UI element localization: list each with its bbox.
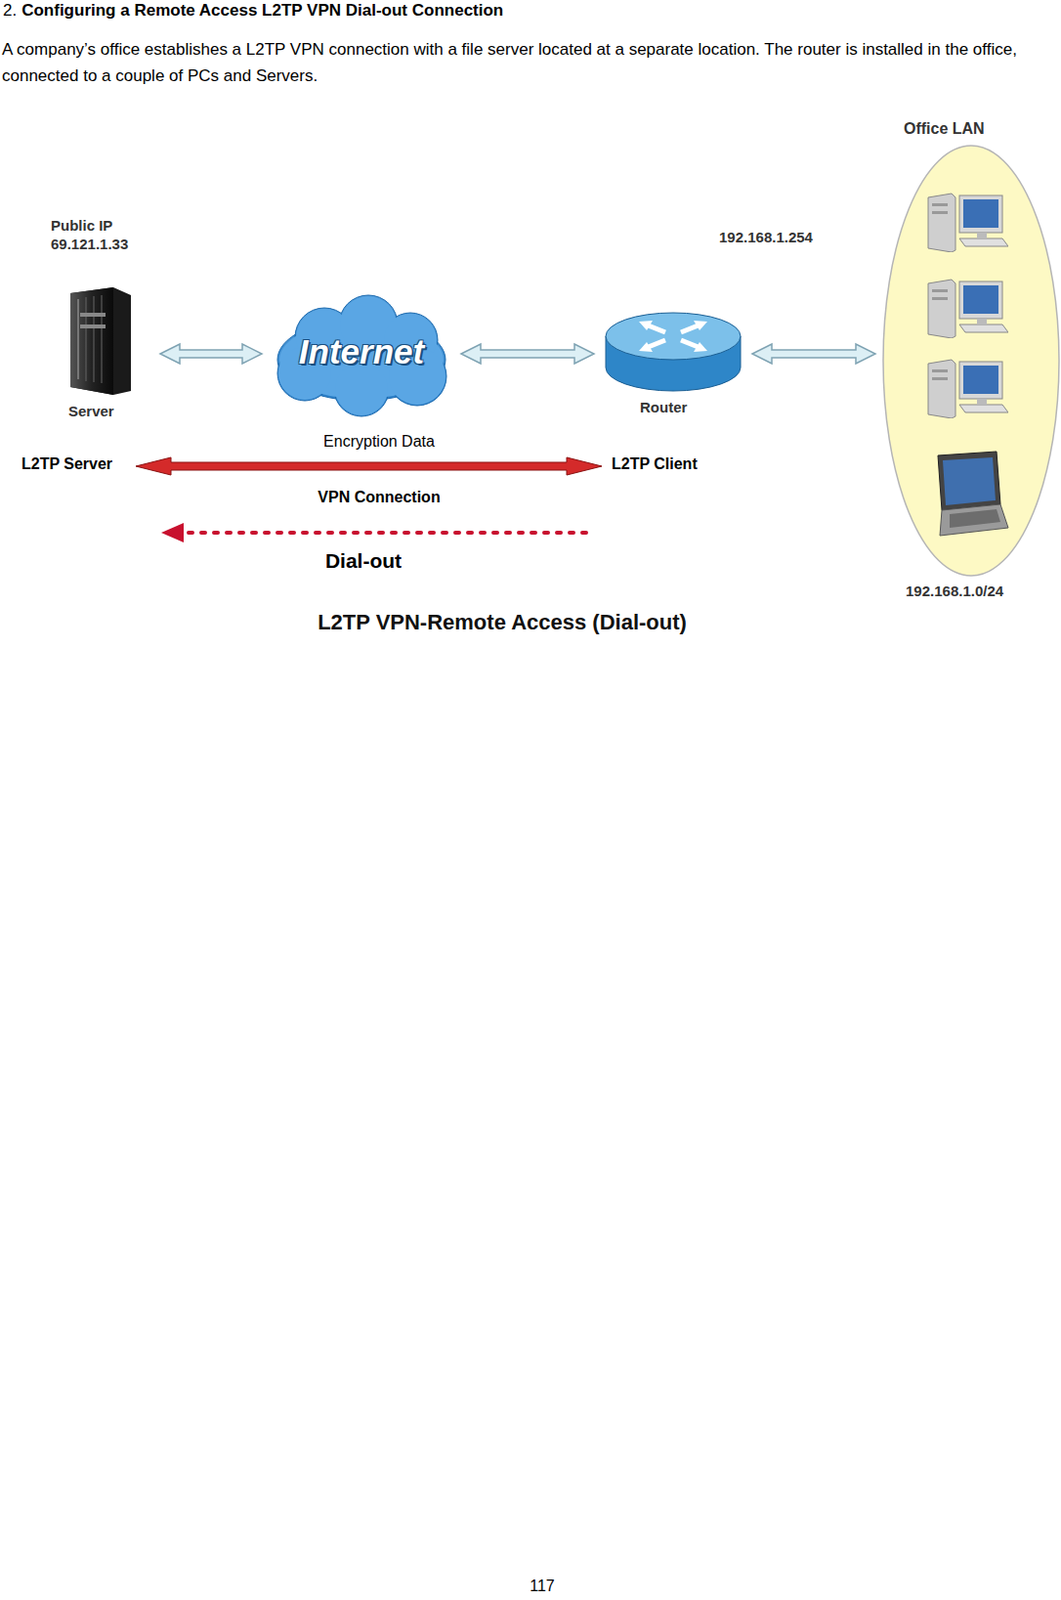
pc-icon (926, 355, 1009, 419)
double-arrow-connector (160, 343, 262, 364)
node-text: Internet (265, 330, 458, 374)
section-number: 2. (2, 0, 17, 20)
page-number: 117 (529, 1576, 555, 1595)
office-lan-node: Office LAN 192.168.1.0/24 (879, 117, 1061, 606)
node-text: 192.168.1.0/24 (905, 582, 1004, 601)
vpn-arrow (135, 457, 602, 475)
internet-node: Internet (265, 293, 458, 421)
double-arrow-connector (461, 343, 595, 364)
node-text: Public IP 69.121.1.33 (50, 216, 161, 255)
dial-out-line (175, 530, 587, 535)
figure-caption: L2TP VPN-Remote Access (Dial-out) (317, 609, 687, 636)
section-heading: 2.Configuring a Remote Access L2TP VPN D… (2, 0, 504, 21)
endpoint-label: L2TP Client (611, 455, 698, 473)
router-node: 192.168.1.254Router (597, 226, 749, 428)
endpoint-label: L2TP Server (21, 455, 113, 473)
node-text: Server (68, 402, 115, 422)
server-icon (64, 285, 135, 397)
double-arrow-connector (752, 343, 876, 364)
arrow-label: VPN Connection (317, 488, 440, 507)
arrow-label: Encryption Data (323, 432, 435, 451)
server-node: Public IP 69.121.1.33Server (39, 216, 157, 426)
node-text: Router (639, 398, 687, 418)
pc-icon (926, 275, 1009, 339)
arrow-label: Dial-out (325, 549, 402, 573)
heading-title: Configuring a Remote Access L2TP VPN Dia… (21, 0, 504, 20)
pc-icon (926, 189, 1009, 253)
laptop-icon (928, 449, 1011, 540)
intro-paragraph: A company’s office establishes a L2TP VP… (1, 36, 1053, 89)
router-icon (601, 310, 745, 397)
node-text: 192.168.1.254 (719, 228, 813, 248)
dial-out-head (161, 522, 184, 543)
node-text: Office LAN (903, 119, 985, 139)
